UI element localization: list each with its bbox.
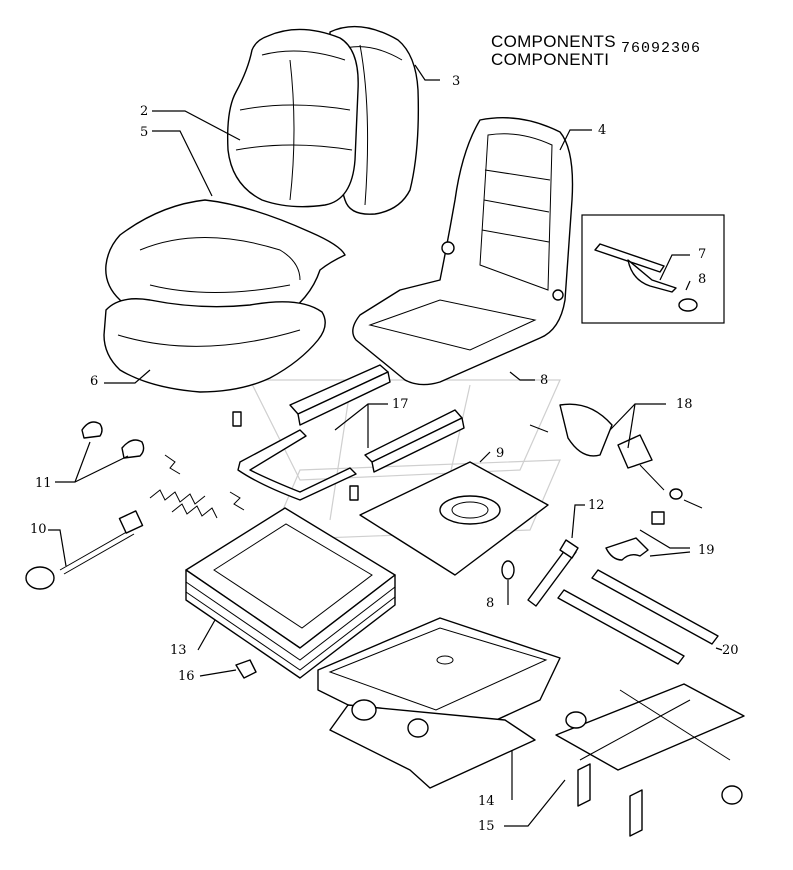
callout-8c: 8: [486, 596, 494, 611]
detail-box: [581, 214, 725, 324]
callout-5: 5: [140, 125, 148, 140]
scissor-linkage: [555, 683, 745, 837]
callout-3: 3: [452, 74, 460, 89]
callout-8a: 8: [698, 272, 706, 287]
seat-base-cushion: [103, 298, 326, 393]
seat-frame: [352, 117, 574, 386]
callout-16: 16: [178, 669, 195, 684]
callout-14: 14: [478, 794, 495, 809]
callout-12: 12: [588, 498, 605, 513]
gas-spring: [501, 539, 579, 607]
title-line-2: COMPONENTI: [491, 50, 610, 69]
pin: [594, 243, 665, 273]
callout-9: 9: [496, 446, 504, 461]
drawing-number: 76092306: [621, 40, 702, 57]
bushing: [678, 298, 698, 312]
adjusting-knob: [25, 510, 144, 590]
bracket: [605, 511, 665, 561]
callout-7: 7: [698, 247, 706, 262]
stop: [235, 659, 257, 679]
slide-rails: [232, 364, 465, 501]
callout-17: 17: [392, 397, 409, 412]
title-line-1: COMPONENTS: [491, 32, 616, 51]
leader-lines: [48, 64, 723, 827]
callout-2: 2: [140, 104, 148, 119]
seat-belt: [529, 403, 703, 509]
callout-15: 15: [478, 819, 495, 834]
seat-cushion: [105, 199, 346, 331]
swivel-plate: [359, 461, 549, 576]
straps: [557, 569, 719, 665]
callout-13: 13: [170, 643, 187, 658]
springs: [149, 454, 245, 519]
callout-labels: 2 3 4 5 6 7 8 8 8 9 10 11 12 13 14 15 16…: [30, 74, 739, 834]
callout-10: 10: [30, 522, 47, 537]
callout-11: 11: [35, 476, 52, 491]
callout-4: 4: [598, 123, 606, 138]
callout-8b: 8: [540, 373, 548, 388]
callout-19: 19: [698, 543, 715, 558]
bellows: [185, 507, 396, 679]
callout-18: 18: [676, 397, 693, 412]
callout-6: 6: [90, 374, 98, 389]
suspension-unit: [317, 617, 561, 789]
seat-back-cushion: [226, 28, 359, 208]
caps: [81, 421, 145, 459]
callout-20: 20: [722, 643, 739, 658]
